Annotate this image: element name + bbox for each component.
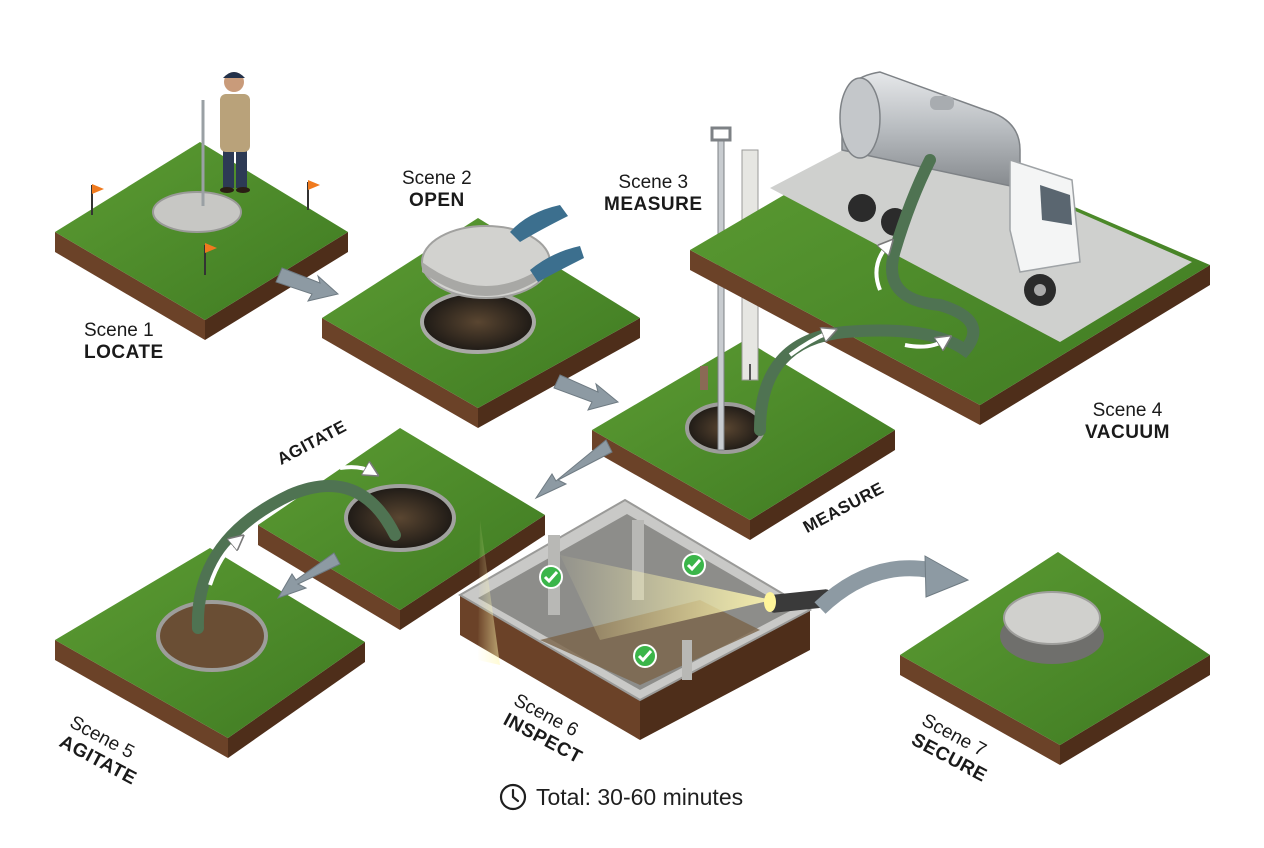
scene-4-number: Scene 4 <box>1092 400 1163 421</box>
total-duration: Total: 30-60 minutes <box>498 782 743 812</box>
total-duration-text: Total: 30-60 minutes <box>536 783 744 810</box>
scene-3-label: Scene 3 MEASURE <box>604 172 703 216</box>
scene-2-label: Scene 2 OPEN <box>402 168 472 212</box>
flow-arrow-icon <box>208 467 372 586</box>
vacuum-truck <box>839 71 1081 306</box>
clock-icon <box>499 783 527 811</box>
technician-figure <box>201 72 250 206</box>
flow-arrow-icon <box>275 267 970 614</box>
scene-1-label: Scene 1 LOCATE <box>84 320 164 364</box>
scene-4-label: Scene 4 VACUUM <box>1085 400 1170 444</box>
scene-3-title: MEASURE <box>604 193 703 215</box>
scene-2-platform <box>322 218 640 428</box>
scene-2-title: OPEN <box>408 189 465 211</box>
scene-1-number: Scene 1 <box>84 320 154 341</box>
scene-1-title: LOCATE <box>84 341 164 363</box>
check-icon <box>539 553 706 668</box>
flashlight <box>764 589 833 613</box>
scene-1-platform <box>55 142 348 340</box>
scene-6-tank <box>458 498 813 740</box>
gloved-hands <box>510 205 584 282</box>
scene-5-platform <box>55 548 365 758</box>
scene-7-platform <box>900 552 1210 765</box>
scene-3-platform <box>592 340 895 540</box>
orange-flag-icon <box>91 180 320 275</box>
agitator-hose <box>191 480 401 634</box>
scene-3-number: Scene 3 <box>618 172 689 193</box>
scene-2-number: Scene 2 <box>402 168 472 189</box>
flow-arrow-icon <box>788 245 945 357</box>
scene-4-title: VACUUM <box>1085 421 1170 443</box>
